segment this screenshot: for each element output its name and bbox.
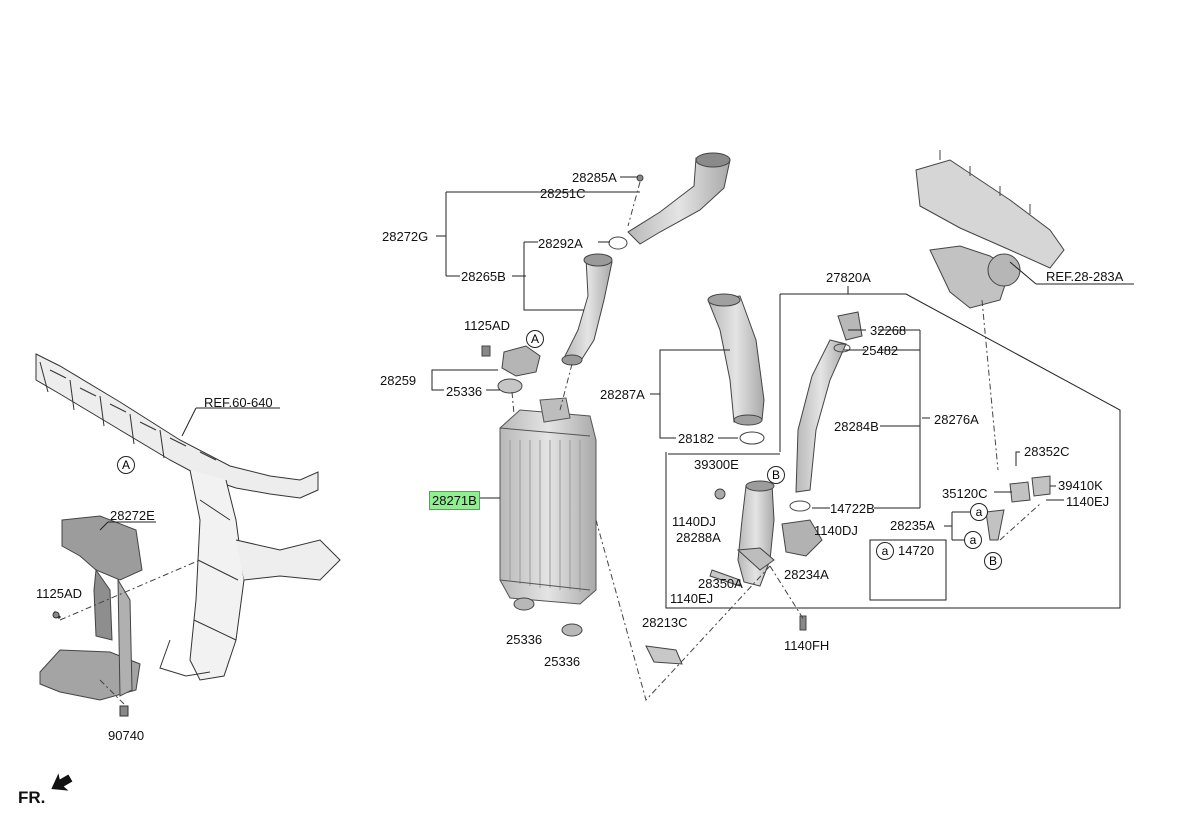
label-1140ej-right: 1140EJ: [1066, 494, 1110, 509]
label-25336-mid: 25336: [506, 632, 543, 647]
label-25482: 25482: [862, 343, 899, 358]
label-28352c: 28352C: [1024, 444, 1070, 459]
label-28288a: 28288A: [676, 530, 721, 545]
label-28213c: 28213C: [642, 615, 688, 630]
gasket-28213c: [645, 645, 683, 665]
label-1140dj-right: 1140DJ: [814, 523, 858, 538]
hose-28287a: [707, 293, 765, 445]
label-1140dj-left: 1140DJ: [672, 514, 716, 529]
label-39410k: 39410K: [1058, 478, 1103, 493]
ref-circle-b-valve: B: [767, 466, 785, 484]
label-27820a: 27820A: [826, 270, 871, 285]
label-28276a: 28276A: [934, 412, 979, 427]
label-1125ad-top: 1125AD: [464, 318, 511, 333]
bolt-90740: [119, 705, 129, 717]
label-14720: 14720: [898, 543, 935, 558]
ref-circle-a-frame: A: [117, 456, 135, 474]
label-25336-bottom: 25336: [544, 654, 581, 669]
label-28272e: 28272E: [110, 508, 155, 523]
label-39300e: 39300E: [694, 457, 739, 472]
label-28285a: 28285A: [572, 170, 617, 185]
bypass-valve-parts: [709, 480, 823, 631]
label-1140fh: 1140FH: [784, 638, 830, 653]
intake-manifold: [915, 150, 1065, 309]
label-28259: 28259: [380, 373, 417, 388]
front-arrow-icon: [51, 773, 73, 791]
sensor-parts: [985, 475, 1051, 541]
label-32268: 32268: [870, 323, 907, 338]
ref-circle-a-upper: a: [970, 503, 988, 521]
label-28265b: 28265B: [461, 269, 506, 284]
ref-circle-a-lower: a: [964, 531, 982, 549]
ref-circle-a-bracket: A: [526, 330, 544, 348]
label-35120c: 35120C: [942, 486, 988, 501]
label-ref-28-283a: REF.28-283A: [1046, 269, 1124, 284]
label-28287a: 28287A: [600, 387, 645, 402]
mount-bracket: [481, 345, 583, 637]
label-28292a: 28292A: [538, 236, 583, 251]
front-end-module-frame: [35, 353, 341, 681]
label-28272g: 28272G: [382, 229, 429, 244]
hose-28265b: [561, 253, 613, 366]
label-28182: 28182: [678, 431, 715, 446]
ref-circle-a-box: a: [876, 542, 894, 560]
intercooler-28271b: [499, 397, 597, 605]
air-guide-28272e: [39, 515, 143, 701]
hose-28284b: [789, 311, 863, 512]
label-14722b: 14722B: [830, 501, 875, 516]
label-28235a: 28235A: [890, 518, 935, 533]
front-direction-label: FR.: [18, 788, 46, 807]
label-28271b[interactable]: 28271B: [429, 491, 480, 510]
label-28251c: 28251C: [540, 186, 586, 201]
label-1140ej-left: 1140EJ: [670, 591, 714, 606]
label-25336-top: 25336: [446, 384, 483, 399]
dash-lines: [59, 181, 1041, 705]
ref-circle-b-right: B: [984, 552, 1002, 570]
label-28350a: 28350A: [698, 576, 743, 591]
label-90740: 90740: [108, 728, 145, 743]
leader-lines: [99, 176, 1134, 609]
label-28234a: 28234A: [784, 567, 829, 582]
label-28284b: 28284B: [834, 419, 879, 434]
label-1125ad-left: 1125AD: [36, 586, 83, 601]
bolt-1125ad-left: [52, 610, 62, 620]
hose-28251c: [608, 152, 731, 250]
label-ref-60-640: REF.60-640: [204, 395, 273, 410]
